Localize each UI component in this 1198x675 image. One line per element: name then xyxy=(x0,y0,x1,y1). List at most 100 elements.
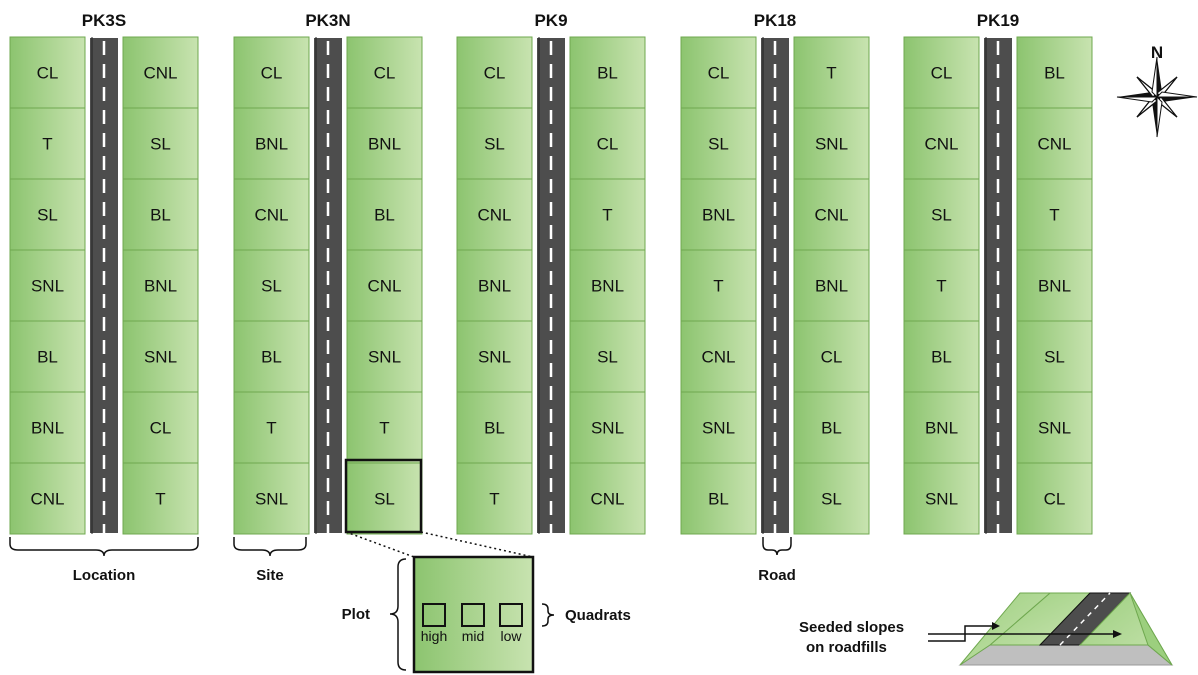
plot-cell xyxy=(569,178,646,251)
plot-treatment-label: CNL xyxy=(143,64,177,83)
plot-treatment-label: BL xyxy=(708,490,729,509)
plot-cell xyxy=(793,391,870,464)
plot-cell xyxy=(122,107,199,180)
plot-cell xyxy=(233,178,310,251)
quadrats-bracket xyxy=(541,603,555,627)
plot-cell xyxy=(793,249,870,322)
plot-treatment-label: SNL xyxy=(702,419,735,438)
plot-treatment-label: BL xyxy=(484,419,505,438)
plot-treatment-label: CNL xyxy=(367,277,401,296)
plot-treatment-label: SNL xyxy=(368,348,401,367)
plot-treatment-label: SL xyxy=(931,206,952,225)
road-bracket xyxy=(762,537,792,556)
plot-treatment-label: CL xyxy=(597,135,619,154)
plot-treatment-label: BNL xyxy=(1038,277,1071,296)
quadrats-label: Quadrats xyxy=(565,607,631,624)
plot-treatment-label: BL xyxy=(37,348,58,367)
road-label: Road xyxy=(758,567,796,584)
plot-cell xyxy=(9,391,86,464)
plot-treatment-label: BL xyxy=(821,419,842,438)
plot-cell xyxy=(456,320,533,393)
site-label: Site xyxy=(256,567,284,584)
plot-cell xyxy=(680,36,757,109)
plot-treatment-label: SNL xyxy=(815,135,848,154)
plot-treatment-label: CNL xyxy=(814,206,848,225)
plot-cell xyxy=(233,249,310,322)
plot-treatment-label: SL xyxy=(484,135,505,154)
plot-treatment-label: SL xyxy=(597,348,618,367)
plot-treatment-label: T xyxy=(489,490,499,509)
plot-cell xyxy=(569,462,646,535)
plot-treatment-label: CL xyxy=(931,64,953,83)
plot-cell xyxy=(1016,178,1093,251)
plot-cell xyxy=(903,391,980,464)
plot-cell xyxy=(569,391,646,464)
plot-cell xyxy=(903,36,980,109)
plot-cell xyxy=(9,107,86,180)
plot-cell xyxy=(9,320,86,393)
plot-treatment-label: SNL xyxy=(1038,419,1071,438)
plot-cell xyxy=(680,249,757,322)
quadrat-low: low xyxy=(499,603,523,644)
compass-icon xyxy=(1116,56,1198,138)
plot-treatment-label: T xyxy=(713,277,723,296)
plot-cell xyxy=(1016,107,1093,180)
plot-treatment-label: BNL xyxy=(144,277,177,296)
plot-treatment-label: CNL xyxy=(254,206,288,225)
plot-treatment-label: SL xyxy=(261,277,282,296)
plot-treatment-label: CNL xyxy=(477,206,511,225)
plot-cell xyxy=(569,320,646,393)
highlighted-plot-outline xyxy=(344,458,423,534)
plot-treatment-label: CL xyxy=(374,64,396,83)
plot-treatment-label: T xyxy=(826,64,836,83)
plot-cell xyxy=(346,391,423,464)
plot-cell xyxy=(793,107,870,180)
zoom-line-left xyxy=(345,531,415,558)
plot-cell xyxy=(122,320,199,393)
plot-treatment-label: BNL xyxy=(368,135,401,154)
plot-cell xyxy=(122,391,199,464)
plot-cell xyxy=(122,462,199,535)
plot-cell xyxy=(122,36,199,109)
plot-cell xyxy=(233,391,310,464)
plot-treatment-label: SL xyxy=(37,206,58,225)
plot-cell xyxy=(456,249,533,322)
plot-label: Plot xyxy=(342,606,370,623)
plot-treatment-label: BL xyxy=(597,64,618,83)
plot-treatment-label: CL xyxy=(821,348,843,367)
road-strip xyxy=(759,36,791,535)
plot-cell xyxy=(456,391,533,464)
plot-cell xyxy=(793,462,870,535)
plot-treatment-label: CL xyxy=(37,64,59,83)
site-bracket xyxy=(233,537,307,557)
location-title: PK3S xyxy=(82,11,126,30)
zoom-line-right xyxy=(420,531,534,558)
location-title: PK3N xyxy=(305,11,350,30)
plot-treatment-label: BL xyxy=(374,206,395,225)
plot-treatment-label: CNL xyxy=(30,490,64,509)
plot-treatment-label: SNL xyxy=(925,490,958,509)
quadrat-mid-label: mid xyxy=(462,628,485,644)
plot-cell xyxy=(903,107,980,180)
enlarged-plot xyxy=(412,555,535,674)
plot-cell xyxy=(456,462,533,535)
plot-cell xyxy=(122,249,199,322)
plot-cell xyxy=(233,36,310,109)
plot-treatment-label: BL xyxy=(150,206,171,225)
location-label: Location xyxy=(73,567,136,584)
plot-cell xyxy=(122,178,199,251)
location-title: PK18 xyxy=(754,11,797,30)
plot-treatment-label: BL xyxy=(931,348,952,367)
plot-cell xyxy=(346,320,423,393)
plot-cell xyxy=(680,462,757,535)
locations-group: PK3S CL T SL SNL BL BNL CNL CNL SL BL BNL SNL CL T PK3N… xyxy=(9,11,1093,535)
plot-treatment-label: BNL xyxy=(255,135,288,154)
plot-cell xyxy=(9,36,86,109)
plot-treatment-label: SNL xyxy=(144,348,177,367)
plot-treatment-label: T xyxy=(379,419,389,438)
compass-north-label: N xyxy=(1151,43,1163,62)
plot-treatment-label: BNL xyxy=(815,277,848,296)
